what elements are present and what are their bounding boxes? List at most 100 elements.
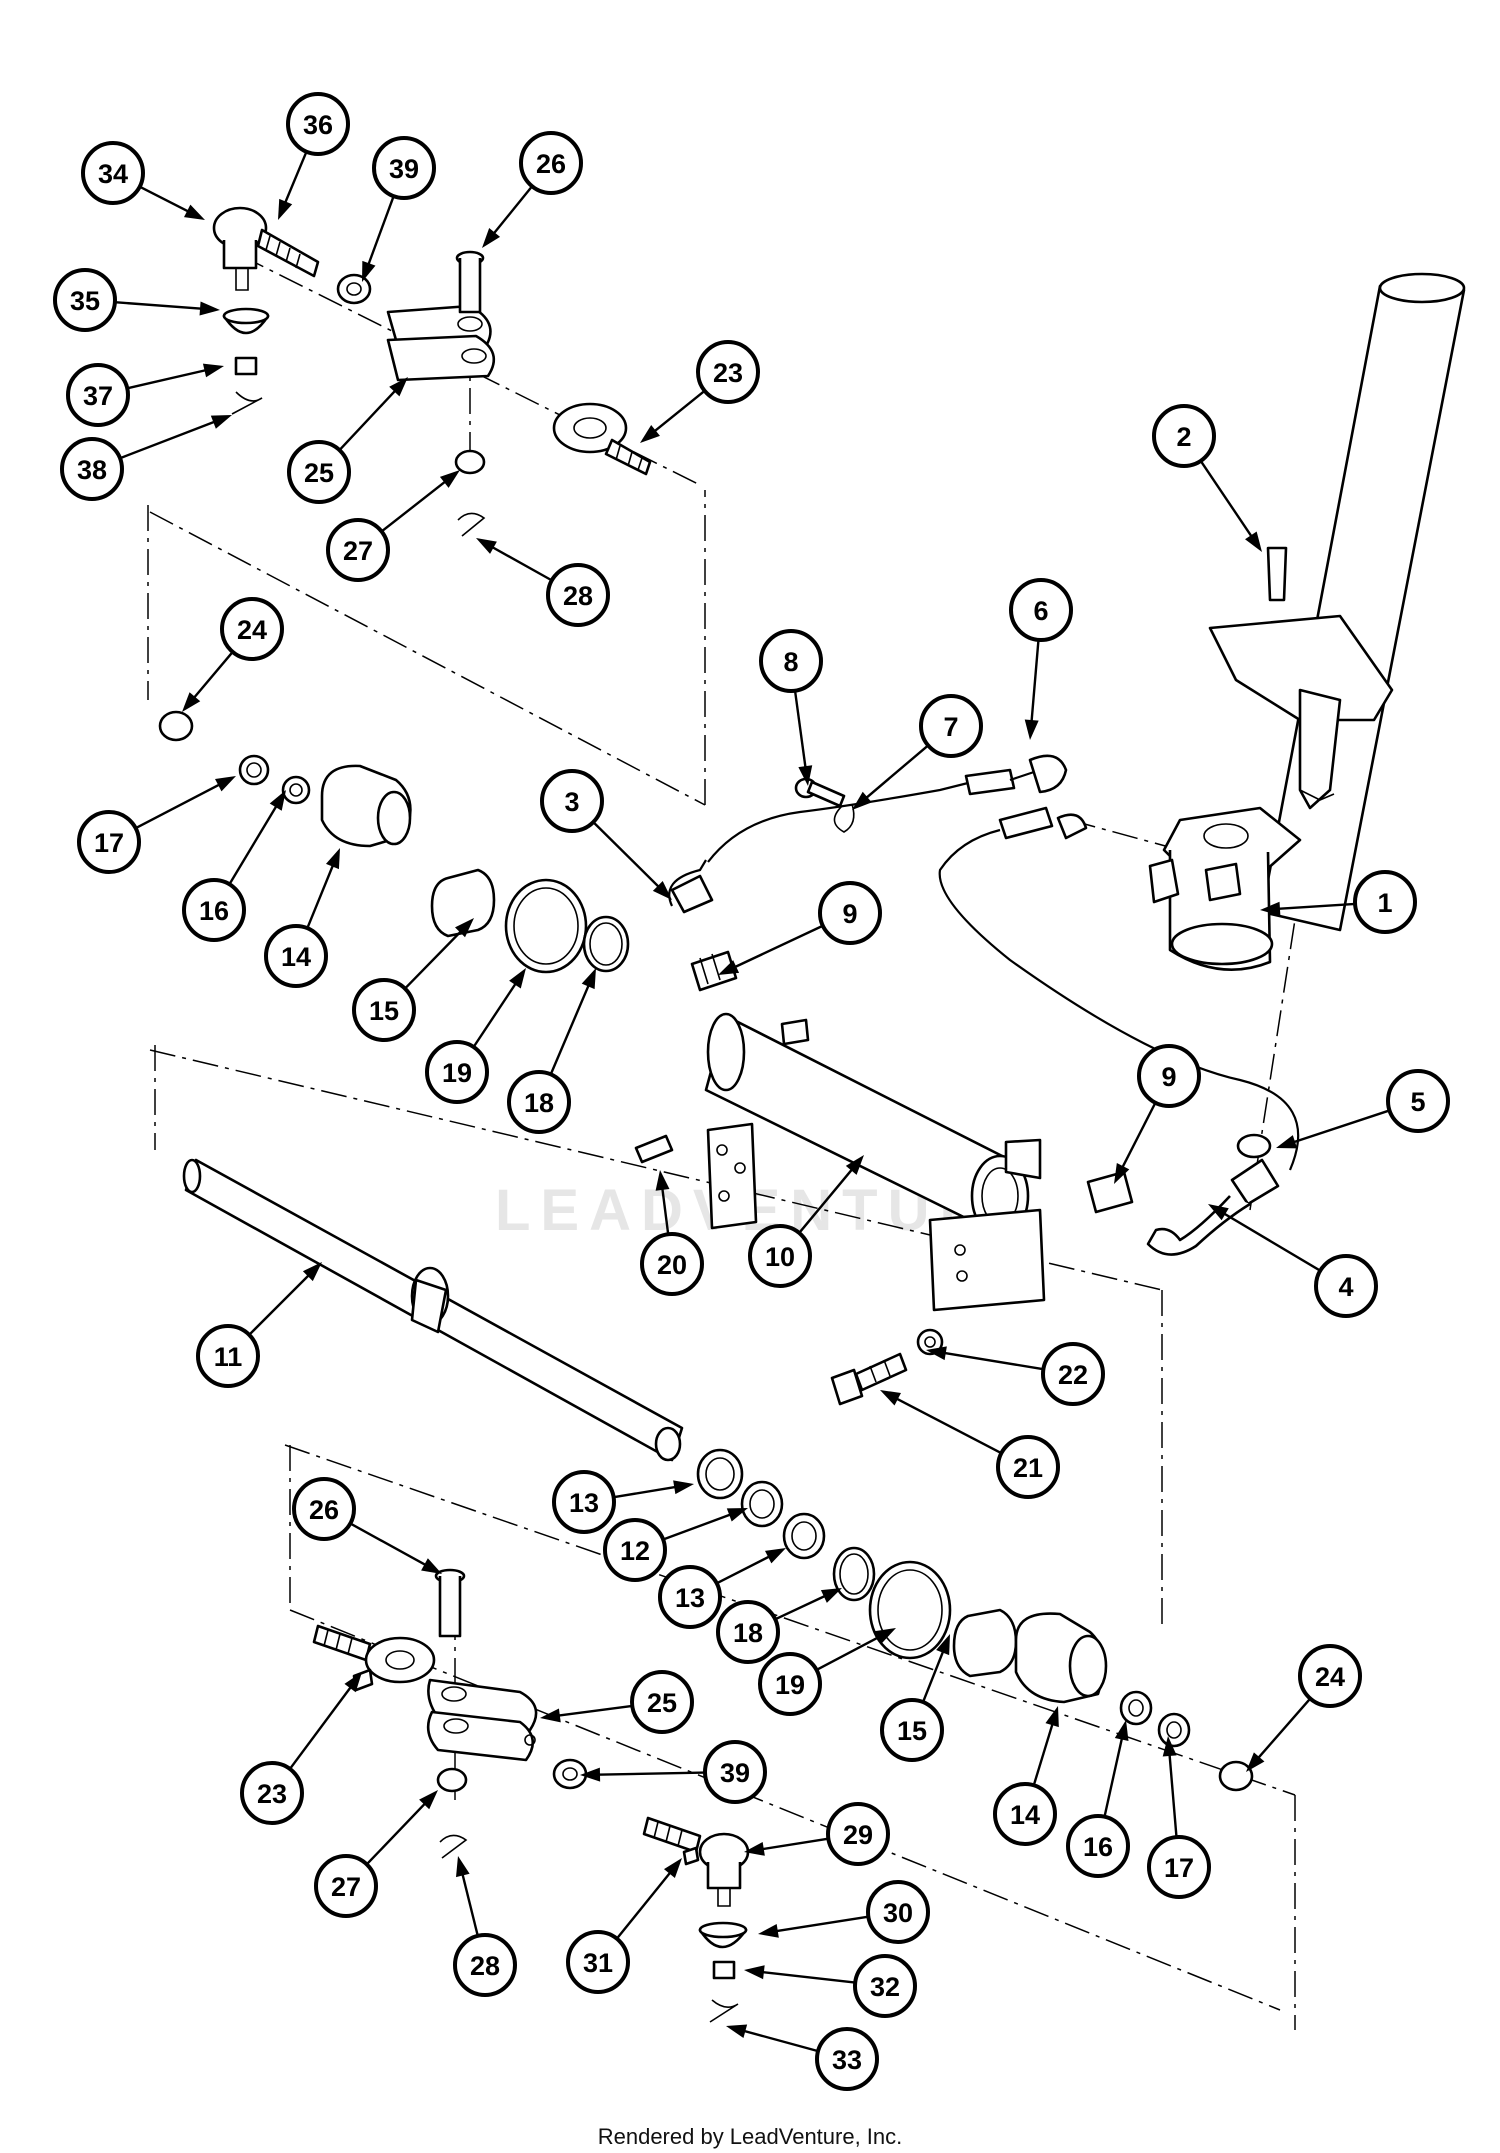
leader-arrowhead bbox=[278, 198, 293, 220]
jam-nut-39-top bbox=[336, 273, 372, 305]
callout-17: 17 bbox=[77, 776, 236, 874]
callout-bubble bbox=[546, 563, 610, 627]
callout-27: 27 bbox=[314, 1790, 438, 1918]
cotter-pin-28-top bbox=[457, 512, 486, 537]
leader-arrowhead bbox=[344, 1672, 362, 1693]
piston-rod-11 bbox=[182, 1158, 684, 1462]
leader-line bbox=[798, 1161, 859, 1234]
callout-bubble bbox=[818, 881, 882, 945]
callout-38: 38 bbox=[60, 415, 232, 501]
callout-20: 20 bbox=[640, 1170, 704, 1296]
rod-end-23-top bbox=[552, 402, 652, 476]
cotter-pin-28-bottom bbox=[439, 1834, 468, 1859]
callout-bubble bbox=[81, 141, 145, 205]
callout-28: 28 bbox=[453, 1856, 517, 1997]
leader-arrowhead bbox=[580, 1767, 601, 1782]
callout-number: 22 bbox=[1058, 1360, 1088, 1390]
leader-arrowhead bbox=[744, 1841, 765, 1856]
callout-number: 5 bbox=[1410, 1087, 1425, 1117]
callout-bubble bbox=[326, 518, 390, 582]
leader-line bbox=[404, 924, 468, 990]
leader-arrowhead bbox=[184, 204, 205, 220]
castle-nut-32 bbox=[712, 1960, 736, 1980]
callout-15: 15 bbox=[880, 1634, 950, 1762]
callout-15: 15 bbox=[352, 918, 474, 1042]
rod-end-23-bottom bbox=[312, 1624, 436, 1692]
leader-line bbox=[753, 1837, 829, 1852]
leader-arrowhead bbox=[640, 424, 660, 443]
callout-39: 39 bbox=[580, 1740, 767, 1804]
leader-line bbox=[114, 301, 211, 311]
leader-arrowhead bbox=[1245, 531, 1262, 552]
callout-26: 26 bbox=[482, 131, 583, 248]
leader-line bbox=[248, 1268, 316, 1336]
callout-bubble bbox=[880, 1698, 944, 1762]
callout-31: 31 bbox=[566, 1858, 682, 1994]
clip-7 bbox=[833, 803, 855, 833]
seal-stack-lower bbox=[696, 1448, 1254, 1792]
leader-arrowhead bbox=[509, 968, 526, 989]
callout-bubble bbox=[264, 924, 328, 988]
leader-line bbox=[858, 744, 929, 805]
leader-arrowhead bbox=[389, 377, 408, 397]
leader-line bbox=[1285, 1109, 1390, 1146]
callout-number: 8 bbox=[783, 647, 798, 677]
callout-12: 12 bbox=[603, 1508, 748, 1582]
leader-arrowhead bbox=[581, 968, 596, 990]
callout-14: 14 bbox=[264, 848, 340, 988]
callout-bubble bbox=[372, 136, 436, 200]
callout-number: 9 bbox=[842, 899, 857, 929]
leader-arrowhead bbox=[758, 1923, 779, 1938]
callout-bubble bbox=[1147, 1835, 1211, 1899]
callout-23: 23 bbox=[640, 340, 760, 443]
dust-boot-35 bbox=[222, 307, 270, 335]
callout-number: 27 bbox=[331, 1872, 361, 1902]
callout-bubble bbox=[1152, 404, 1216, 468]
callout-number: 28 bbox=[470, 1951, 500, 1981]
leader-line bbox=[349, 1522, 434, 1571]
callout-27: 27 bbox=[326, 470, 460, 582]
clamp-5 bbox=[1236, 1133, 1272, 1159]
callout-number: 30 bbox=[883, 1898, 913, 1928]
callout-4: 4 bbox=[1208, 1204, 1378, 1318]
seal-stack-upper bbox=[238, 754, 630, 974]
leader-arrowhead bbox=[673, 1480, 694, 1495]
callout-number: 13 bbox=[675, 1583, 705, 1613]
leader-line bbox=[613, 1484, 685, 1499]
nut-27-bottom bbox=[436, 1767, 468, 1793]
leader-line bbox=[1251, 1697, 1312, 1766]
bolt-8 bbox=[794, 777, 846, 808]
callout-3: 3 bbox=[540, 769, 672, 900]
clevis-25-top bbox=[386, 304, 496, 382]
tie-rod-end-34 bbox=[212, 206, 320, 291]
callout-number: 29 bbox=[843, 1820, 873, 1850]
callout-number: 39 bbox=[389, 154, 419, 184]
callout-24: 24 bbox=[182, 597, 284, 712]
dust-boot-30 bbox=[698, 1921, 748, 1949]
washer-22 bbox=[916, 1328, 944, 1356]
callout-7: 7 bbox=[852, 694, 983, 810]
callout-number: 10 bbox=[765, 1242, 795, 1272]
leader-arrowhead bbox=[1045, 1706, 1059, 1728]
callout-number: 34 bbox=[98, 159, 128, 189]
leader-line bbox=[935, 1350, 1044, 1371]
callout-number: 14 bbox=[1010, 1800, 1040, 1830]
leader-line bbox=[753, 1969, 856, 1984]
callout-17: 17 bbox=[1147, 1736, 1211, 1899]
callout-9: 9 bbox=[718, 881, 882, 975]
callout-bubble bbox=[352, 978, 416, 1042]
callout-number: 36 bbox=[303, 110, 333, 140]
leader-line bbox=[662, 1510, 740, 1541]
leader-line bbox=[187, 651, 234, 706]
leader-line bbox=[364, 195, 395, 274]
callout-5: 5 bbox=[1276, 1069, 1450, 1149]
leader-arrowhead bbox=[875, 1628, 896, 1644]
callout-25: 25 bbox=[540, 1670, 694, 1734]
leader-arrowhead bbox=[215, 776, 236, 792]
callout-bubble bbox=[603, 1518, 667, 1582]
leader-arrowhead bbox=[540, 1708, 561, 1723]
leader-line bbox=[589, 1771, 706, 1777]
callout-bubble bbox=[314, 1854, 378, 1918]
callout-bubble bbox=[60, 437, 124, 501]
